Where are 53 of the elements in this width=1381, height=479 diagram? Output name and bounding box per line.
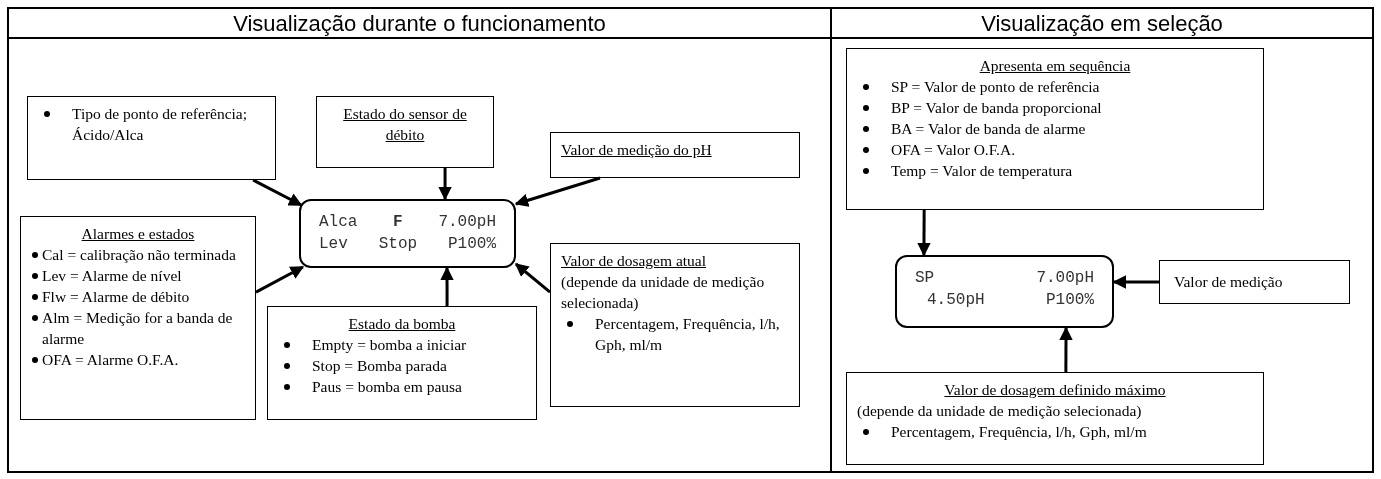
callout-box [846,48,1264,210]
bullet-text: Percentagem, Frequência, l/h, Gph, ml/m [595,315,780,353]
bullet-text: Paus = bomba em pausa [312,378,462,395]
display-text: SP 7.00pH [915,268,1094,289]
panel-heading: Visualização durante o funcionamento [9,9,830,39]
arrow [917,210,931,257]
bullet-text: Cal = calibração não terminada [42,246,236,263]
arrow [252,178,303,207]
panel-heading: Visualização em seleção [832,9,1372,39]
arrow [514,176,601,207]
bullet-text: BA = Valor de banda de alarme [891,120,1086,137]
arrow [1112,275,1159,289]
lcd-display [299,199,516,268]
callout-text: (depende da unidade de medição selecionada) [857,401,1143,421]
bullet-text: BP = Valor de banda proporcional [891,99,1102,116]
callout-heading: Valor de dosagem atual [561,251,708,271]
arrow [1059,326,1073,372]
bullet-text: Alm = Medição for a banda de alarme [42,309,233,347]
callout-heading: Apresenta em sequência [978,56,1132,76]
bullet-text: Temp = Valor de temperatura [891,162,1073,179]
callout-box [550,132,800,178]
bullet-text: Empty = bomba a iniciar [312,336,467,353]
callout-heading: Valor de dosagem definido máximo [943,380,1167,400]
panel [830,7,1374,473]
callout-box [846,372,1264,465]
callout-heading: Estado do sensor de débito [342,104,468,145]
callout-box [20,216,256,420]
arrow [438,168,452,201]
bullet-text: Stop = Bomba parada [312,357,447,374]
callout-box [267,306,537,420]
bullet-text: OFA = Alarme O.F.A. [42,351,179,368]
display-text: 4.50pH P100% [926,290,1094,311]
callout-text: (depende da unidade de medição selecionada) [561,272,766,313]
display-text: Lev Stop P100% [319,234,496,255]
bullet-text: SP = Valor de ponto de referência [891,78,1100,95]
callout-box [1159,260,1350,304]
arrow [514,262,551,294]
callout-box [316,96,494,168]
bullet-text: Flw = Alarme de débito [42,288,190,305]
callout-heading: Estado da bomba [347,314,457,334]
bullet-text: Percentagem, Frequência, l/h, Gph, ml/m [891,423,1147,440]
callout-text: Valor de medição [1174,272,1284,292]
bullet-text: Lev = Alarme de nível [42,267,182,284]
bullet-text: OFA = Valor O.F.A. [891,141,1016,158]
callout-box [550,243,800,407]
panel [7,7,832,473]
callout-box [27,96,276,180]
callout-heading: Alarmes e estados [80,224,196,244]
bullet-text: Tipo de ponto de referência; Ácido/Alca [72,105,248,143]
lcd-display [895,255,1114,328]
display-text: Alca F 7.00pH [319,212,496,233]
callout-heading: Valor de medição do pH [561,140,713,160]
arrow [440,266,454,306]
